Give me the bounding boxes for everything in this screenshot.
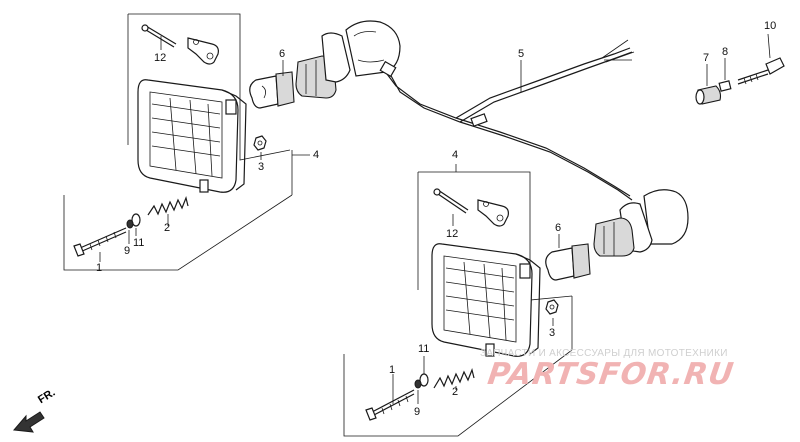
callout-1-lower: 1 xyxy=(389,364,396,376)
callout-4-upper: 4 xyxy=(313,149,320,161)
lower-nut xyxy=(545,299,559,315)
front-arrow-icon xyxy=(13,411,45,433)
callout-3-lower: 3 xyxy=(549,327,556,339)
leader-lines xyxy=(99,33,771,404)
upper-nut xyxy=(253,135,267,151)
callout-7: 7 xyxy=(703,52,710,64)
callout-4-lower: 4 xyxy=(452,149,459,161)
upper-bracket-outline xyxy=(63,13,293,271)
callout-11-upper: 11 xyxy=(133,237,145,249)
grommet xyxy=(695,85,722,105)
callout-8: 8 xyxy=(722,46,729,58)
collar xyxy=(718,80,732,92)
callout-2-upper: 2 xyxy=(164,222,171,234)
callout-9-upper: 9 xyxy=(124,245,131,257)
lower-bracket xyxy=(477,199,509,227)
right-bulb xyxy=(545,243,591,281)
callout-9-lower: 9 xyxy=(414,406,421,418)
upper-spring xyxy=(147,196,189,216)
watermark-subtitle: ЗАПЧАСТИ И АКСЕССУАРЫ ДЛЯ МОТОТЕХНИКИ xyxy=(480,348,728,359)
upper-pin xyxy=(141,24,177,48)
lower-spring xyxy=(433,368,475,389)
callout-2-lower: 2 xyxy=(452,386,459,398)
callout-5: 5 xyxy=(518,48,525,60)
callout-12-upper: 12 xyxy=(154,52,167,64)
upper-headlight xyxy=(137,79,247,193)
watermark-logo: PARTSFOR.RU xyxy=(485,357,737,392)
lower-headlight xyxy=(431,243,541,357)
lower-bracket-outline xyxy=(343,171,573,437)
callout-10: 10 xyxy=(764,20,777,32)
upper-screw xyxy=(73,227,127,257)
callout-1-upper: 1 xyxy=(96,262,103,274)
lower-pin xyxy=(433,188,469,214)
callout-6-upper: 6 xyxy=(279,48,286,60)
upper-bracket xyxy=(187,37,219,65)
lower-washers xyxy=(414,373,429,389)
callout-3-upper: 3 xyxy=(258,161,265,173)
long-bolt xyxy=(737,57,785,85)
callout-12-lower: 12 xyxy=(446,228,459,240)
lower-screw xyxy=(365,389,415,421)
upper-socket xyxy=(295,20,401,99)
upper-bulb xyxy=(249,71,295,109)
callout-11-lower: 11 xyxy=(418,343,430,355)
upper-washers xyxy=(126,213,141,229)
wire-harness xyxy=(379,39,635,201)
right-socket xyxy=(593,189,689,257)
callout-6-lower: 6 xyxy=(555,222,562,234)
